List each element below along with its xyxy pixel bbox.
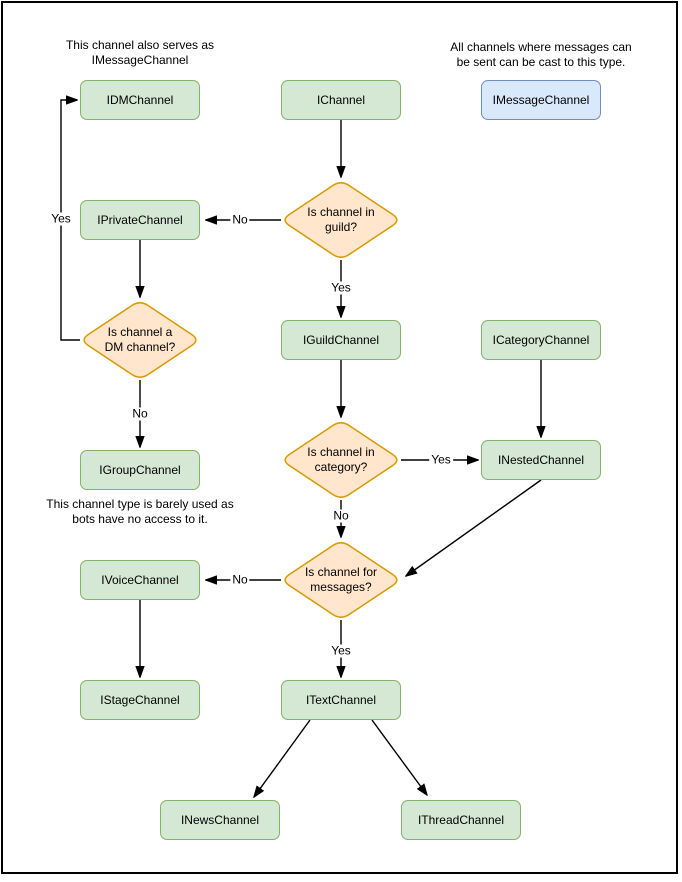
diamond-shape: [83, 302, 197, 378]
diamond-shape: [284, 182, 398, 258]
decision-label: Is channel for messages?: [304, 565, 378, 594]
node-label: IGroupChannel: [99, 462, 181, 477]
node-label: INestedChannel: [497, 452, 585, 467]
decision-is-channel-for-messages: Is channel for messages?: [281, 540, 401, 620]
edge-label-messages-no: No: [230, 572, 250, 587]
edge-itext-to-ithread: [371, 719, 427, 795]
node-inestedchannel: INestedChannel: [481, 440, 601, 480]
node-imessagechannel: IMessageChannel: [481, 80, 601, 120]
decision-label: Is channel in category?: [307, 445, 375, 474]
note-igroup-barely-used: This channel type is barely used as bots…: [46, 497, 234, 526]
node-label: IPrivateChannel: [97, 212, 183, 227]
edge-label-dm-yes: Yes: [49, 211, 73, 226]
decision-is-channel-a-dm: Is channel a DM channel?: [80, 300, 200, 380]
note-idmchannel-serves-imessage: This channel also serves as IMessageChan…: [65, 38, 215, 67]
diamond-shape: [284, 422, 398, 498]
node-label: ICategoryChannel: [492, 332, 590, 347]
edge-label-category-no: No: [331, 508, 351, 523]
node-idmchannel: IDMChannel: [80, 80, 200, 120]
node-label: IGuildChannel: [302, 332, 380, 347]
edge-label-guild-yes: Yes: [329, 280, 353, 295]
edge-label-category-yes: Yes: [429, 452, 453, 467]
note-imessage-cast: All channels where messages can be sent …: [450, 40, 632, 69]
decision-is-channel-in-category: Is channel in category?: [281, 420, 401, 500]
node-itextchannel: ITextChannel: [281, 680, 401, 720]
decision-label: Is channel a DM channel?: [104, 325, 176, 354]
node-iprivatechannel: IPrivateChannel: [80, 200, 200, 240]
node-ichannel: IChannel: [281, 80, 401, 120]
node-label: IStageChannel: [100, 692, 180, 707]
edge-label-dm-no: No: [130, 406, 150, 421]
edge-itext-to-inews: [254, 719, 311, 797]
node-ivoicechannel: IVoiceChannel: [80, 560, 200, 600]
node-label: IDMChannel: [106, 92, 174, 107]
node-label: IVoiceChannel: [101, 572, 179, 587]
node-label: IThreadChannel: [417, 812, 505, 827]
node-label: ITextChannel: [305, 692, 377, 707]
node-iguildchannel: IGuildChannel: [281, 320, 401, 360]
node-label: IChannel: [316, 92, 366, 107]
node-label: IMessageChannel: [492, 92, 590, 107]
node-ithreadchannel: IThreadChannel: [401, 800, 521, 840]
node-inewschannel: INewsChannel: [160, 800, 280, 840]
diamond-shape: [284, 542, 398, 618]
decision-label: Is channel in guild?: [307, 205, 375, 234]
edge-inested-to-messages-decision: [406, 479, 542, 576]
edge-label-messages-yes: Yes: [329, 643, 353, 658]
edge-label-guild-no: No: [230, 212, 250, 227]
decision-is-channel-in-guild: Is channel in guild?: [281, 180, 401, 260]
node-icategorychannel: ICategoryChannel: [481, 320, 601, 360]
node-istagechannel: IStageChannel: [80, 680, 200, 720]
node-igroupchannel: IGroupChannel: [80, 450, 200, 490]
node-label: INewsChannel: [180, 812, 260, 827]
